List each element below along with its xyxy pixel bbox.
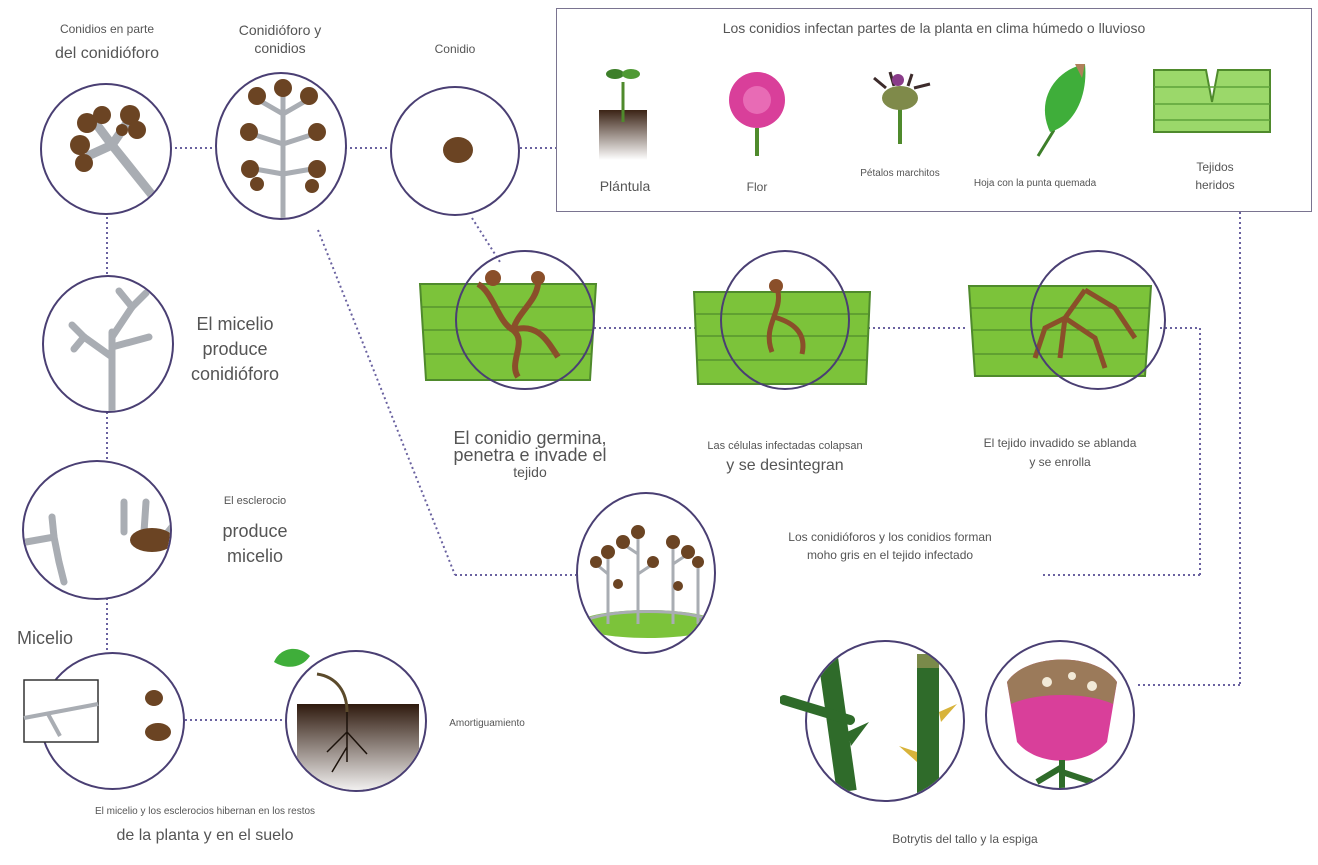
label-conidia-part-1: Conidios en parte: [22, 22, 192, 37]
conidia-on-conidiophore-circle: [40, 83, 172, 215]
label-burnt-leaf: Hoja con la punta quemada: [960, 178, 1110, 191]
label-botrytis: Botrytis del tallo y la espiga: [850, 832, 1080, 847]
rose-side-branch-icon: [780, 690, 860, 730]
mycelium-branch-icon: [44, 277, 174, 413]
seedling-icon: [595, 62, 651, 162]
conidiophore-conidia-circle: [215, 72, 347, 220]
conidium-spore-icon: [392, 88, 520, 216]
label-sclerotium-1: El esclerocio: [205, 495, 305, 509]
label-wounded-2: heridos: [1170, 178, 1260, 193]
drooping-leaf-icon: [272, 644, 312, 674]
wilted-petals-icon: [860, 66, 940, 146]
label-conidium: Conidio: [400, 42, 510, 57]
label-germinates-3: tejido: [430, 464, 630, 482]
label-softens-2: y se enrolla: [960, 455, 1160, 470]
label-wounded-1: Tejidos: [1170, 160, 1260, 175]
rose-bud-icon: [987, 642, 1135, 790]
sclerotium-icon: [24, 462, 172, 600]
label-overwinter-1: El micelio y los esclerocios hibernan en…: [40, 806, 370, 819]
collapse-circle: [720, 250, 850, 390]
label-gray-mold-1: Los conidióforos y los conidios forman: [755, 530, 1025, 545]
label-overwinter-2: de la planta y en el suelo: [40, 826, 370, 846]
label-conidia-part-2: del conidióforo: [22, 44, 192, 64]
label-gray-mold-2: moho gris en el tejido infectado: [755, 548, 1025, 563]
leaf-icon: [1030, 60, 1090, 160]
label-flower: Flor: [715, 180, 799, 195]
softening-circle: [1030, 250, 1166, 390]
sclerotium-circle: [22, 460, 172, 600]
conidiophore-tree-icon: [217, 74, 347, 220]
label-softens-1: El tejido invadido se ablanda: [960, 436, 1160, 451]
label-mycelium-produces-1: El micelio: [170, 313, 300, 336]
rose-bud-circle: [985, 640, 1135, 790]
conidiophore-branch-icon: [42, 85, 172, 215]
mycelium-produces-circle: [42, 275, 174, 413]
debris-inset-icon: [22, 678, 100, 744]
label-collapse-2: y se desintegran: [690, 456, 880, 476]
label-sclerotium-3: micelio: [205, 545, 305, 568]
gray-mold-circle: [576, 492, 716, 654]
gray-mold-icon: [578, 494, 716, 654]
label-mycelium-produces-2: produce: [170, 338, 300, 361]
label-conidiophore-1: Conidióforo y: [210, 22, 350, 40]
conidium-circle: [390, 86, 520, 216]
label-collapse-1: Las células infectadas colapsan: [690, 440, 880, 454]
label-damping-off: Amortiguamiento: [432, 718, 542, 731]
label-wilted-petals: Pétalos marchitos: [845, 168, 955, 181]
germination-circle: [455, 250, 595, 390]
label-seedling: Plántula: [580, 178, 670, 196]
wounded-tissue-icon: [1150, 62, 1274, 136]
flower-icon: [722, 70, 792, 160]
label-mycelium-produces-3: conidióforo: [170, 363, 300, 386]
label-sclerotium-2: produce: [205, 520, 305, 543]
label-mycelium: Micelio: [0, 627, 90, 650]
label-conidiophore-2: conidios: [210, 40, 350, 58]
panel-title: Los conidios infectan partes de la plant…: [556, 20, 1312, 38]
